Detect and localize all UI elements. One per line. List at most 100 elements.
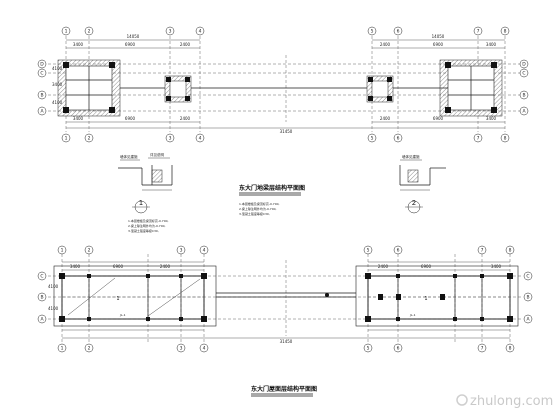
dim-lower-seg-4: 2400 — [378, 264, 389, 269]
slab-mark-left: 1 — [116, 296, 119, 302]
axis-b-lower-right: B — [526, 295, 529, 301]
axis-7-bottom: 7 — [477, 136, 480, 142]
axis-4-lower: 4 — [203, 248, 206, 254]
axis-8-bottom: 8 — [504, 136, 507, 142]
axis-2-lower-b: 2 — [88, 346, 91, 352]
axis-3-bottom: 3 — [169, 136, 172, 142]
axis-4-bottom: 4 — [199, 136, 202, 142]
axis-c-lower-left: C — [40, 274, 43, 280]
dim-bottom-total: 31450 — [280, 129, 293, 134]
note-line-2: 2.梁上除注明外均为-0.700, — [239, 206, 277, 211]
dim-top-seg-6: 3400 — [486, 42, 497, 47]
dim-side-3: 4100 — [52, 100, 63, 105]
axis-2-lower: 2 — [88, 248, 91, 254]
axis-b-left: B — [40, 93, 43, 99]
lower-plan: 1 JL-1 1 JL-1 3400 6900 2400 2400 6900 — [37, 245, 533, 353]
dim-lower-side-2: 4100 — [48, 306, 59, 311]
axis-6-lower: 6 — [397, 248, 400, 254]
detail-left-note-line-1: 1.本层楼板及梁顶标高-0.700, — [128, 218, 169, 223]
axis-4: 4 — [199, 29, 202, 35]
dim-side-2: 3400 — [52, 82, 63, 87]
detail-left-note-line-3: 3.混凝土强度等级C30, — [128, 228, 159, 233]
axis-7-lower: 7 — [481, 248, 484, 254]
dim-bot-seg-2: 6900 — [125, 116, 136, 121]
axis-a-right: A — [522, 109, 526, 115]
axis-8-lower: 8 — [509, 248, 512, 254]
axis-5-bottom: 5 — [371, 136, 374, 142]
axis-7: 7 — [477, 29, 480, 35]
axis-a-lower-right: A — [526, 317, 530, 323]
detail-left-note-line-2: 2.梁上除注明外均为-0.700, — [128, 223, 166, 228]
dim-top-seg-4: 2400 — [380, 42, 391, 47]
axis-5: 5 — [371, 29, 374, 35]
axis-bubbles-lower — [37, 245, 533, 353]
axis-5-lower-b: 5 — [367, 346, 370, 352]
dim-lower-side-1: 4100 — [48, 284, 59, 289]
axis-a-lower-left: A — [40, 317, 44, 323]
axis-c-right: C — [522, 71, 525, 77]
section-1-mark: 1 — [139, 199, 143, 207]
axis-c-lower-right: C — [526, 274, 529, 280]
upper-plan: 14050 14050 3400 6900 2400 2400 6900 340… — [37, 26, 529, 143]
dim-bot-seg-6: 3400 — [486, 116, 497, 121]
axis-1: 1 — [65, 29, 68, 35]
beam-label-left: JL-1 — [119, 313, 126, 317]
axis-4-lower-b: 4 — [203, 346, 206, 352]
watermark-text: zhulong.com — [470, 394, 553, 409]
upper-plan-title: 东大门地梁层结构平面图 — [239, 184, 305, 192]
dim-lower-seg-3: 2400 — [160, 264, 171, 269]
axis-b-lower-left: B — [40, 295, 43, 301]
detail-left-note-1: 墙体见建施 — [120, 154, 138, 159]
axis-d-left: D — [40, 62, 44, 68]
note-line-1: 1.本层楼板及梁顶标高-0.700, — [239, 201, 280, 206]
axis-3-lower: 3 — [180, 248, 183, 254]
axis-1-lower: 1 — [61, 248, 64, 254]
dim-top-seg-1: 3400 — [73, 42, 84, 47]
axis-2-bottom: 2 — [88, 136, 91, 142]
dim-side-1: 4100 — [52, 66, 63, 71]
axis-b-right: B — [522, 93, 525, 99]
beam-label-right: JL-1 — [409, 313, 416, 317]
detail-right: 墙体见建施 2 — [399, 154, 446, 214]
axis-2: 2 — [88, 29, 91, 35]
dim-bot-seg-3: 2400 — [180, 116, 191, 121]
detail-left: 墙体见建施 详见说明 1 1.本层楼板及梁顶标高-0.700, 2.梁上除注明外… — [118, 152, 173, 233]
dim-top-total-right: 14050 — [432, 34, 445, 39]
dim-lower-seg-5: 6900 — [421, 264, 432, 269]
axis-3: 3 — [169, 29, 172, 35]
axis-8-lower-b: 8 — [509, 346, 512, 352]
dim-bot-seg-1: 3400 — [73, 116, 84, 121]
lower-title-block: 东大门屋面层结构平面图 — [251, 385, 317, 397]
slab-mark-right: 1 — [424, 296, 427, 302]
dim-top-seg-3: 2400 — [180, 42, 191, 47]
dim-lower-seg-2: 6900 — [113, 264, 124, 269]
dim-top-total-left: 14050 — [127, 34, 140, 39]
dim-bot-seg-4: 2400 — [380, 116, 391, 121]
dim-lower-seg-6: 3400 — [491, 264, 502, 269]
axis-bubbles-upper — [37, 26, 529, 143]
axis-6-bottom: 6 — [397, 136, 400, 142]
upper-title-block: 东大门地梁层结构平面图 1.本层楼板及梁顶标高-0.700, 2.梁上除注明外均… — [239, 184, 305, 216]
dim-lower-total: 31450 — [280, 339, 293, 344]
axis-6: 6 — [397, 29, 400, 35]
watermark: zhulong.com — [456, 394, 553, 409]
axis-8: 8 — [504, 29, 507, 35]
axis-3-lower-b: 3 — [180, 346, 183, 352]
axis-1-lower-b: 1 — [61, 346, 64, 352]
detail-left-note-2: 详见说明 — [150, 152, 164, 157]
dim-lower-seg-1: 3400 — [70, 264, 81, 269]
dim-bot-seg-5: 6900 — [433, 116, 444, 121]
axis-a-left: A — [40, 109, 44, 115]
axis-1-bottom: 1 — [65, 136, 68, 142]
lower-plan-title: 东大门屋面层结构平面图 — [251, 385, 317, 393]
detail-right-note-1: 墙体见建施 — [402, 154, 420, 159]
axis-7-lower-b: 7 — [481, 346, 484, 352]
axis-5-lower: 5 — [367, 248, 370, 254]
dim-top-seg-5: 6900 — [433, 42, 444, 47]
axis-c-left: C — [40, 71, 43, 77]
note-line-3: 3.混凝土强度等级C30, — [239, 211, 270, 216]
dim-top-seg-2: 6900 — [125, 42, 136, 47]
axis-6-lower-b: 6 — [397, 346, 400, 352]
